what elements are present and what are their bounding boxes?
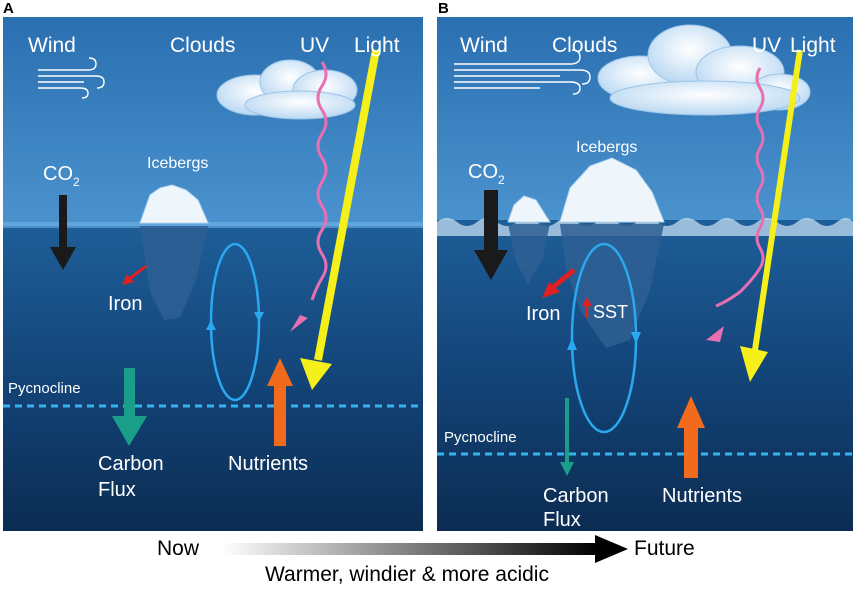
co2-arrow xyxy=(50,195,76,270)
wind-label: Wind xyxy=(28,34,76,57)
light-arrow xyxy=(300,49,380,390)
icebergs-label: Icebergs xyxy=(147,155,208,172)
cloud-icon xyxy=(597,24,811,116)
iron-label: Iron xyxy=(526,303,560,325)
light-label: Light xyxy=(354,34,400,57)
iron-label: Iron xyxy=(108,293,142,315)
carbon-label: Carbon xyxy=(98,453,164,475)
panel-letter-a: A xyxy=(3,0,14,17)
uv-wave xyxy=(715,67,765,308)
sst-arrow xyxy=(582,297,592,318)
wind-icon xyxy=(38,57,105,99)
timeline-arrow xyxy=(222,535,628,563)
iceberg-icon xyxy=(139,184,209,320)
ocean-a xyxy=(3,226,423,531)
uv-label: UV xyxy=(752,34,781,57)
co2-label: CO2 xyxy=(468,161,505,187)
nutrients-arrow xyxy=(677,396,705,478)
sst-label: SST xyxy=(593,302,628,322)
timeline-start-label: Now xyxy=(157,537,200,560)
flux-label: Flux xyxy=(98,479,136,501)
iron-arrow xyxy=(122,264,147,285)
wind-icon xyxy=(454,49,591,95)
carbon-flux-arrow xyxy=(560,398,574,476)
uv-label: UV xyxy=(300,34,329,57)
flux-label: Flux xyxy=(543,509,581,531)
panel-a: Wind Clouds UV Light CO2 Icebergs Iron P… xyxy=(3,17,423,531)
clouds-label: Clouds xyxy=(552,34,617,57)
uv-wave xyxy=(310,61,328,301)
iron-arrow xyxy=(542,268,576,298)
sea-surface-a xyxy=(3,222,423,228)
nutrients-arrow xyxy=(267,358,293,446)
carbon-label: Carbon xyxy=(543,485,609,507)
nutrients-label: Nutrients xyxy=(662,485,742,507)
wind-label: Wind xyxy=(460,34,508,57)
cloud-icon xyxy=(216,59,358,120)
uv-arrowhead xyxy=(290,315,308,332)
nutrients-label: Nutrients xyxy=(228,453,308,475)
co2-label: CO2 xyxy=(43,163,80,189)
timeline-end-label: Future xyxy=(634,537,695,560)
co2-arrow xyxy=(474,190,508,280)
panel-b: Wind Clouds UV Light CO2 Icebergs Iron S… xyxy=(437,17,853,531)
pycnocline-label: Pycnocline xyxy=(444,429,517,446)
circulation-loop xyxy=(206,242,264,402)
clouds-label: Clouds xyxy=(170,34,235,57)
light-arrow xyxy=(740,49,803,382)
light-label: Light xyxy=(790,34,836,57)
pycnocline-label: Pycnocline xyxy=(8,380,81,397)
carbon-flux-arrow xyxy=(112,368,147,446)
circulation-loop xyxy=(567,242,641,434)
panel-letter-b: B xyxy=(438,0,449,17)
icebergs-label: Icebergs xyxy=(576,139,637,156)
uv-arrowhead xyxy=(706,326,724,342)
timeline-caption: Warmer, windier & more acidic xyxy=(265,563,549,586)
